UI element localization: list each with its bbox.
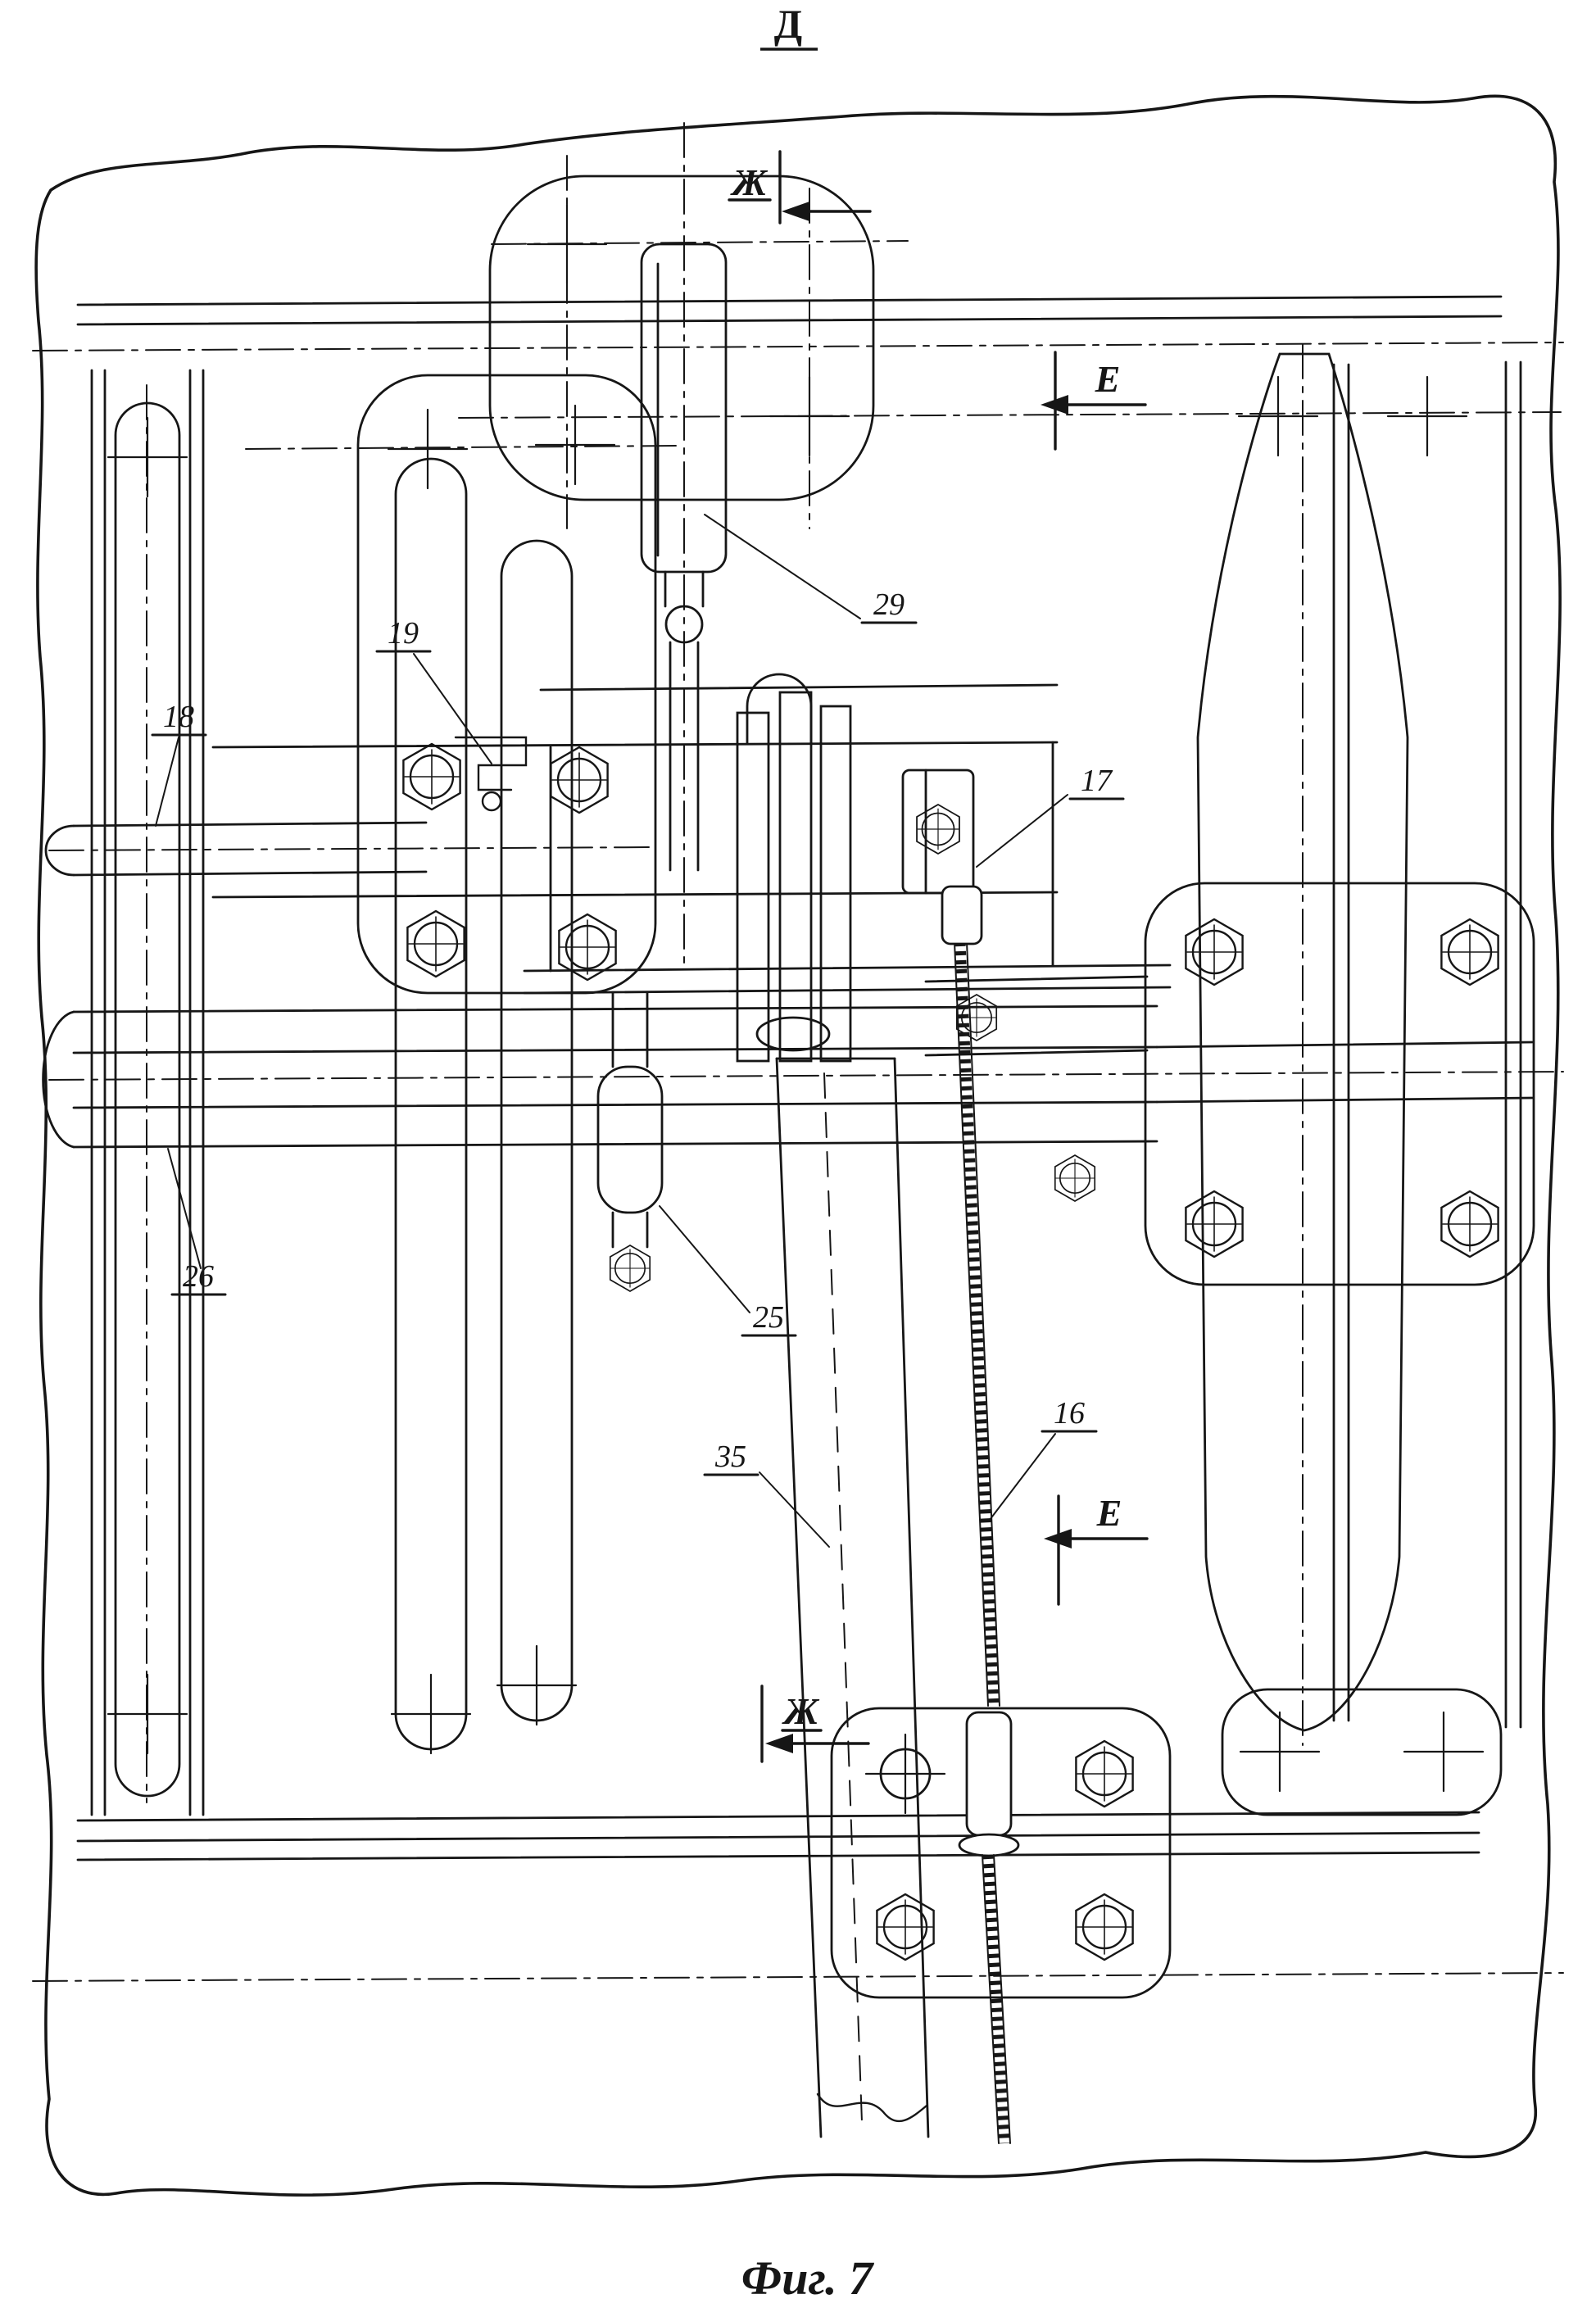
leader-29 (704, 514, 861, 619)
drawing-ink (32, 94, 1564, 2197)
view-title-group: Д (760, 1, 818, 51)
figure-caption: Фиг. 7 (741, 2251, 874, 2305)
part-29-body (640, 243, 728, 872)
part-label-17: 17 (1081, 764, 1113, 798)
leader-26 (167, 1148, 202, 1269)
bracket-17 (901, 769, 975, 895)
leader-19 (413, 653, 492, 764)
leader-35 (759, 1471, 830, 1548)
view-label: Д (774, 1, 802, 47)
section-zh-bottom (760, 1685, 870, 1763)
slot-plates (114, 175, 875, 1798)
rod-flange (958, 1833, 1020, 1857)
leader-16 (989, 1433, 1056, 1521)
leader-lines (151, 514, 1125, 1548)
part-label-25: 25 (753, 1300, 784, 1335)
section-label-e-top: Е (1095, 358, 1121, 400)
cylinder-25 (596, 991, 664, 1249)
part-label-18: 18 (163, 700, 194, 734)
top-center-plate (488, 175, 875, 501)
left-slot (114, 401, 181, 1798)
torn-border (34, 94, 1562, 2197)
right-plate (1144, 882, 1535, 1286)
bottom-right-plate (1221, 1688, 1503, 1816)
part-label-29: 29 (873, 587, 905, 622)
part-label-16: 16 (1054, 1396, 1085, 1431)
section-zh-top (728, 150, 872, 224)
part-label-19: 19 (388, 616, 419, 651)
bottom-rail (76, 1811, 1480, 1861)
section-markers (728, 150, 1149, 1763)
leader-25 (659, 1205, 750, 1313)
section-e-bottom (1044, 1494, 1149, 1606)
u-hook (746, 673, 813, 746)
latch-plate (356, 374, 657, 995)
right-rails (1504, 360, 1522, 1729)
part-label-26: 26 (183, 1259, 214, 1294)
latch-19 (454, 736, 528, 812)
section-label-zh-top: Ж (730, 161, 769, 203)
right-blade (1196, 352, 1409, 1732)
rod-16 (941, 885, 1020, 2144)
section-label-e-bottom: Е (1096, 1492, 1122, 1534)
section-label-zh-bottom: Ж (782, 1690, 820, 1732)
leader-17 (976, 794, 1068, 868)
leader-18 (155, 737, 179, 827)
shaft-18 (44, 821, 428, 877)
left-rails (90, 369, 205, 1816)
mid-slot (500, 539, 574, 1722)
bar-35 (775, 1057, 930, 2138)
top-rail (76, 295, 1503, 326)
part-label-35: 35 (714, 1440, 746, 1474)
mechanism-center (211, 673, 1172, 1063)
rod-fitting (965, 1711, 1013, 1837)
section-e-top (1041, 351, 1147, 451)
text-labels: Ж Е Е Ж 29 19 18 17 26 25 35 16 Фиг. 7 (163, 161, 1122, 2305)
